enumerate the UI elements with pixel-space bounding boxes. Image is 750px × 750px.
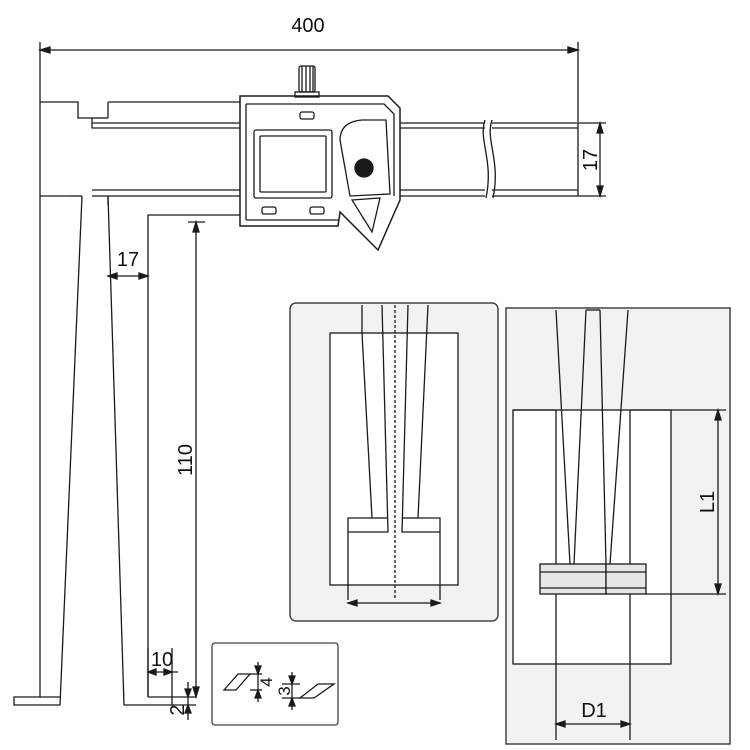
zero-button: [309, 206, 325, 215]
jaw-length-label: 110: [175, 444, 197, 476]
caliper-beam: [40, 101, 579, 199]
depth-l1-label: L1: [697, 491, 719, 513]
diameter-d1-label: D1: [581, 700, 607, 722]
top-button: [299, 111, 315, 120]
tip-height-label: 2: [167, 704, 189, 715]
lcd-screen: [253, 129, 333, 199]
jaw-spacing-label: 17: [117, 249, 139, 271]
beam-height-label: 17: [580, 149, 602, 171]
overall-length-label: 400: [291, 15, 324, 37]
lock-screw-icon: [354, 158, 374, 178]
blade-thickness-b-label: 3: [275, 686, 294, 695]
blade-profile-b: [298, 683, 337, 699]
digital-display-head: [239, 65, 401, 252]
beam-height-dimension: 17: [578, 120, 606, 199]
blade-thickness-a-label: 4: [257, 677, 276, 686]
sliding-jaw: [107, 195, 240, 706]
tip-width-label: 10: [151, 649, 173, 671]
jaw-spacing-dimension: 17: [105, 249, 151, 280]
battery-cover: [339, 119, 391, 197]
tip-width-dimension: 10: [146, 648, 178, 697]
overall-length-dimension: 400: [37, 15, 581, 122]
depth-detail-panel: L1 D1: [505, 307, 731, 745]
jaw-length-dimension: 110: [175, 219, 205, 700]
tip-height-dimension: 2: [167, 682, 196, 720]
blade-section-inset: 4 3: [211, 642, 339, 726]
unit-button: [261, 206, 277, 215]
groove-detail-panel: [289, 302, 499, 622]
fixed-jaw: [13, 102, 83, 706]
